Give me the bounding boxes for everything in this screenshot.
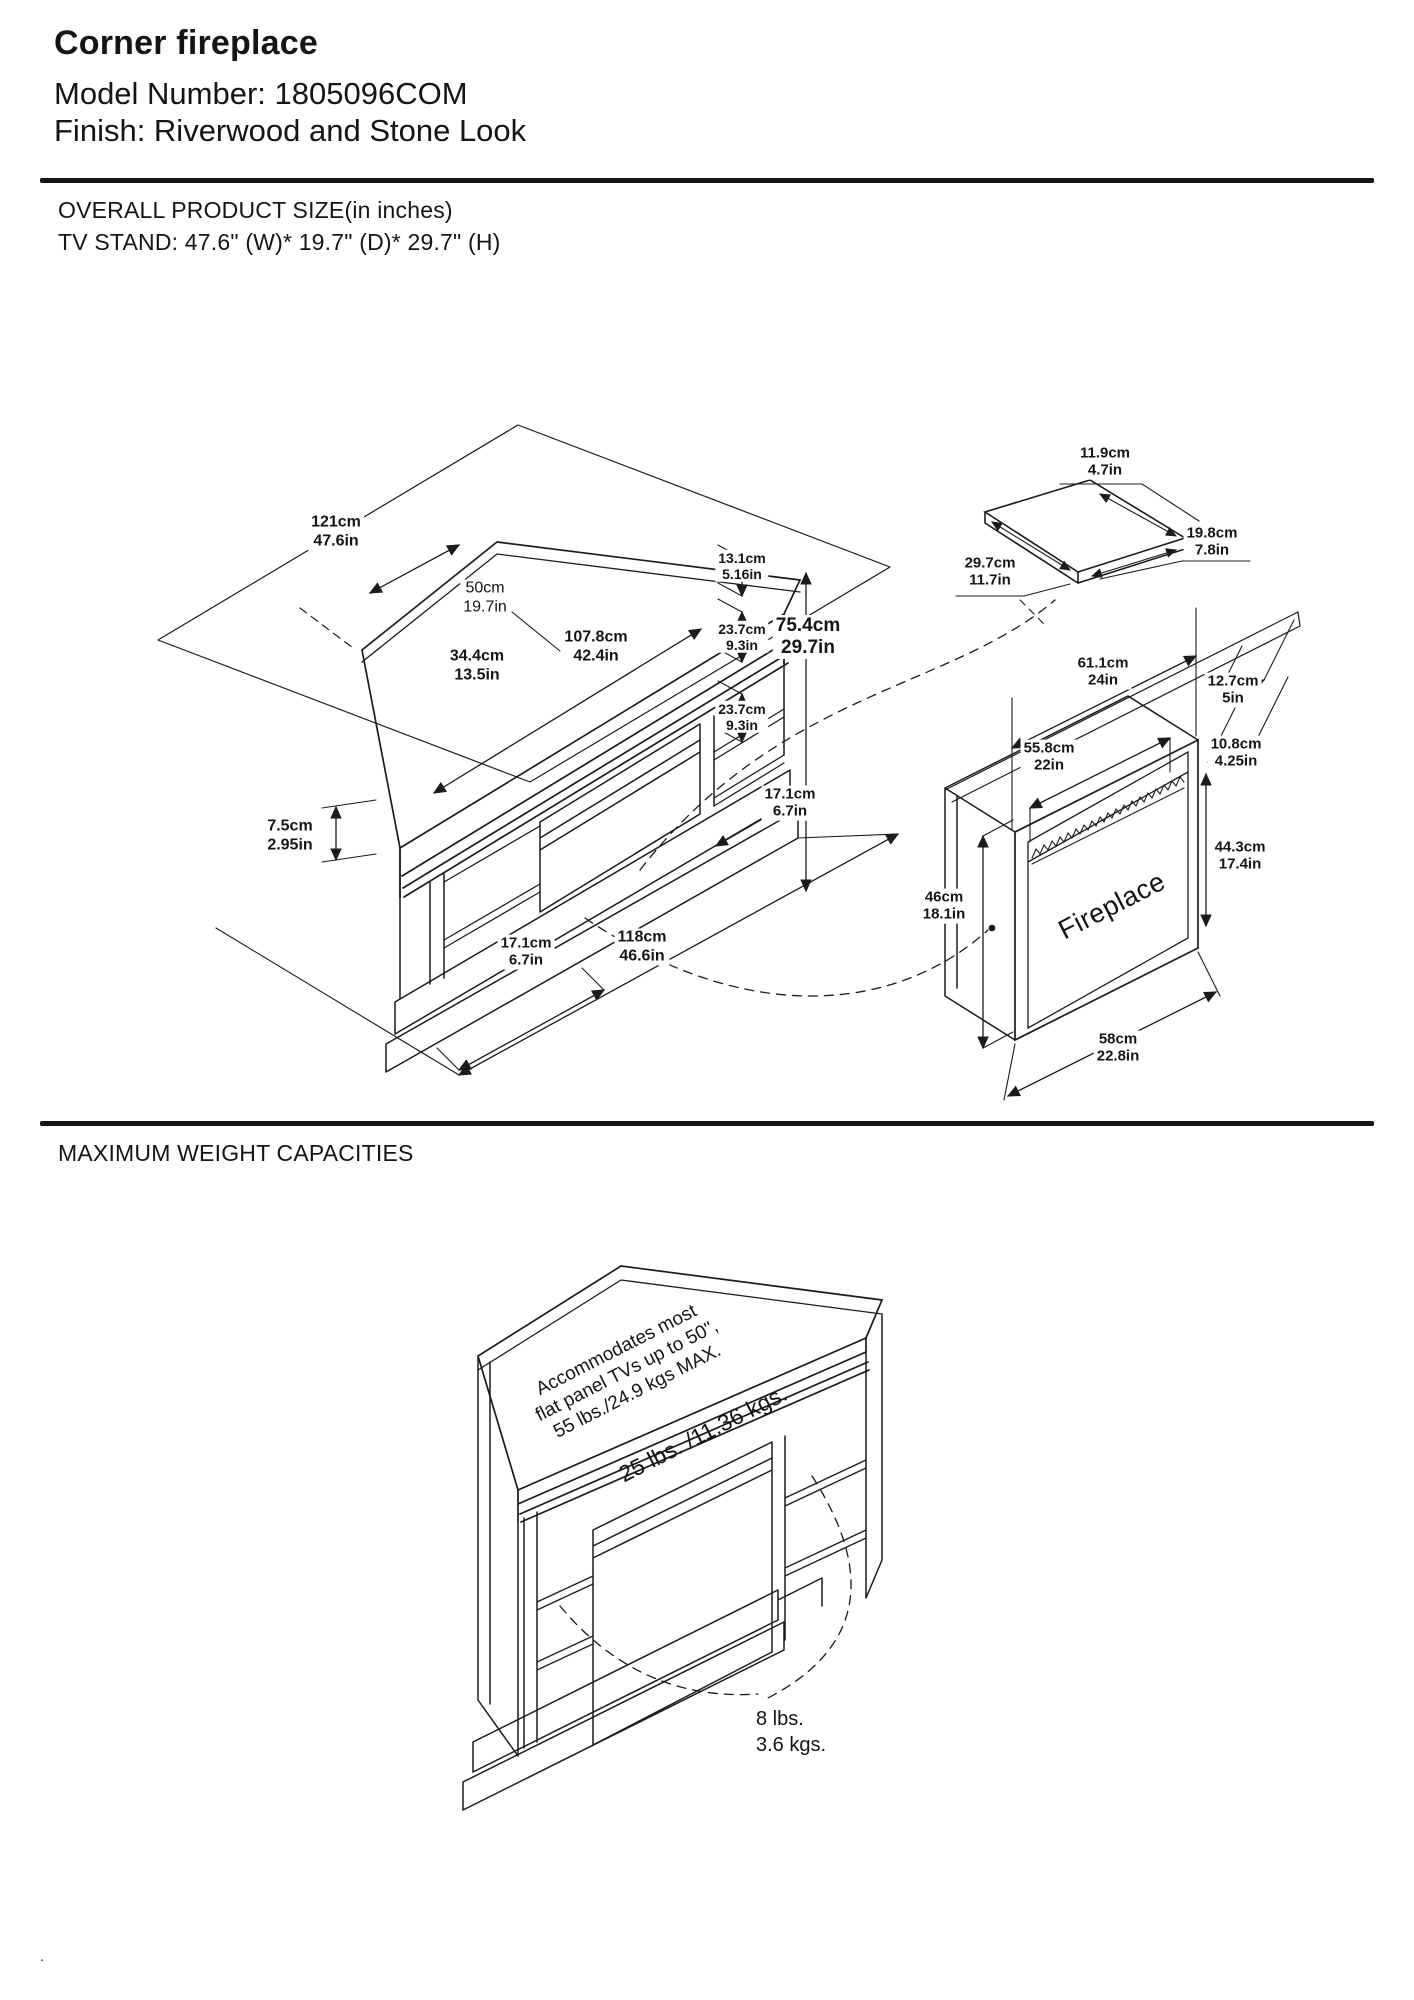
shelf-capacity-label: 8 lbs. 3.6 kgs.: [755, 1708, 827, 1756]
weight-drawing-lines: [462, 1265, 884, 1811]
corner-shelf-lines: [955, 479, 1251, 627]
size-section-heading: OVERALL PRODUCT SIZE(in inches): [58, 197, 453, 223]
tv-stand-size-line: TV STAND: 47.6" (W)* 19.7" (D)* 29.7" (H…: [58, 229, 501, 255]
page-title: Corner fireplace: [54, 24, 318, 62]
model-number-line: Model Number: 1805096COM: [54, 76, 468, 111]
fireplace-insert-lines: [944, 607, 1301, 1101]
main-drawing-lines: [157, 424, 1056, 1076]
page-footer-mark: .: [40, 1948, 44, 1964]
divider-top: [40, 178, 1374, 183]
divider-weight: [40, 1121, 1374, 1126]
finish-line: Finish: Riverwood and Stone Look: [54, 113, 527, 148]
weight-section-heading: MAXIMUM WEIGHT CAPACITIES: [58, 1140, 414, 1166]
